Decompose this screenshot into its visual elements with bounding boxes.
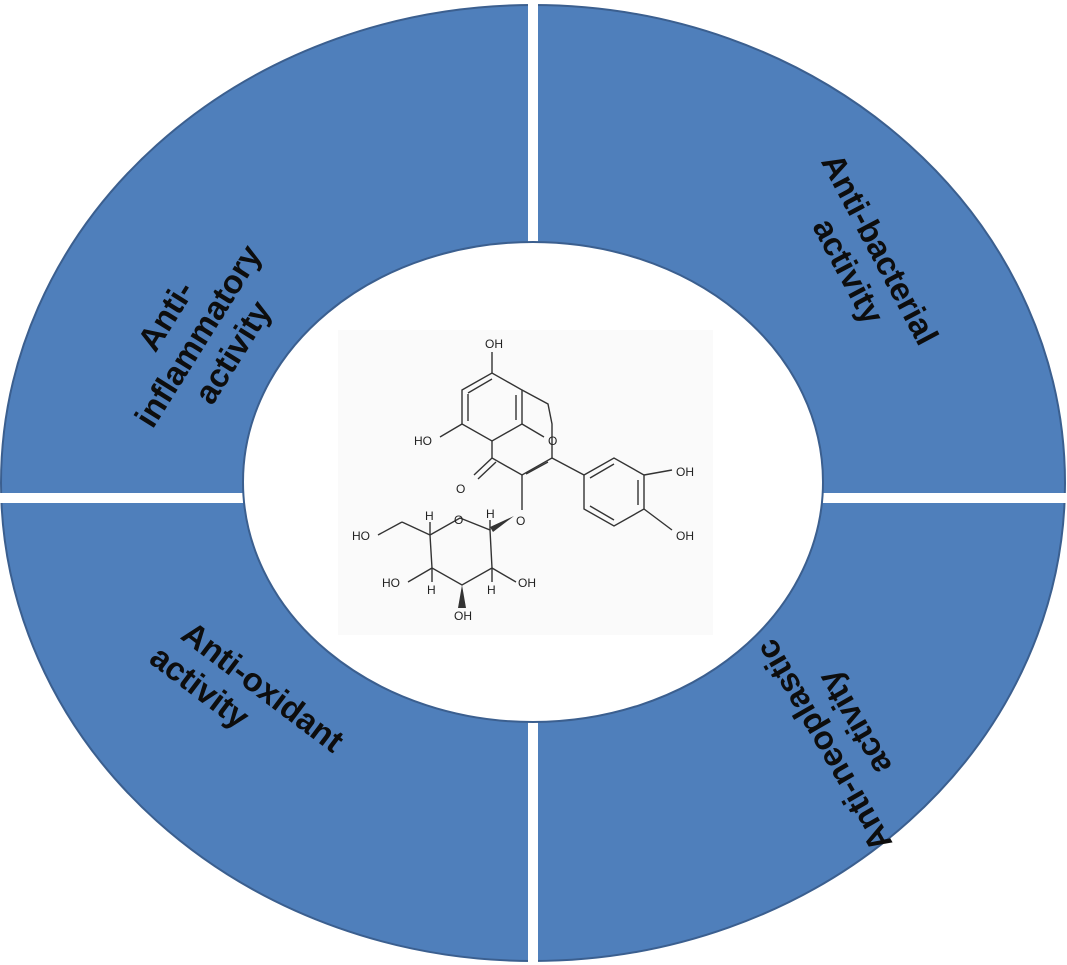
structure-background	[338, 330, 713, 635]
bond	[521, 423, 545, 438]
quercetin-glucoside-structure-icon: OH HO O O O OH OH O HO H H HO H H OH OH	[338, 330, 713, 635]
atom-label: HO	[382, 576, 400, 590]
bond	[467, 378, 493, 394]
atom-label: H	[427, 583, 436, 597]
bond	[439, 423, 463, 438]
bond	[589, 505, 615, 521]
divider-vertical-top	[528, 0, 538, 245]
atom-label: O	[516, 514, 525, 528]
bond	[643, 469, 673, 476]
atom-label: OH	[485, 337, 503, 351]
atom-label: HO	[414, 434, 432, 448]
atom-label: OH	[676, 465, 694, 479]
wedge-bond	[490, 516, 514, 532]
atom-label: OH	[518, 576, 536, 590]
divider-horizontal-right	[818, 493, 1067, 503]
bond	[473, 457, 493, 476]
atom-label: HO	[352, 529, 370, 543]
bond	[643, 508, 673, 531]
bond	[401, 521, 431, 536]
bond	[407, 567, 433, 583]
atom-label: O	[456, 482, 465, 496]
atom-label: OH	[676, 529, 694, 543]
wedge-bond	[458, 585, 466, 608]
bond	[477, 461, 497, 480]
atom-label: O	[454, 513, 463, 527]
atom-label: O	[548, 434, 557, 448]
divider-vertical-bottom	[528, 720, 538, 965]
atom-label: OH	[454, 609, 472, 623]
bond	[589, 463, 615, 479]
bond	[491, 567, 517, 583]
bond	[551, 457, 585, 476]
atom-label: H	[487, 583, 496, 597]
bond	[525, 461, 549, 475]
bond	[377, 521, 403, 536]
divider-horizontal-left	[0, 493, 250, 503]
atom-label: H	[425, 509, 434, 523]
atom-label: H	[486, 507, 495, 521]
